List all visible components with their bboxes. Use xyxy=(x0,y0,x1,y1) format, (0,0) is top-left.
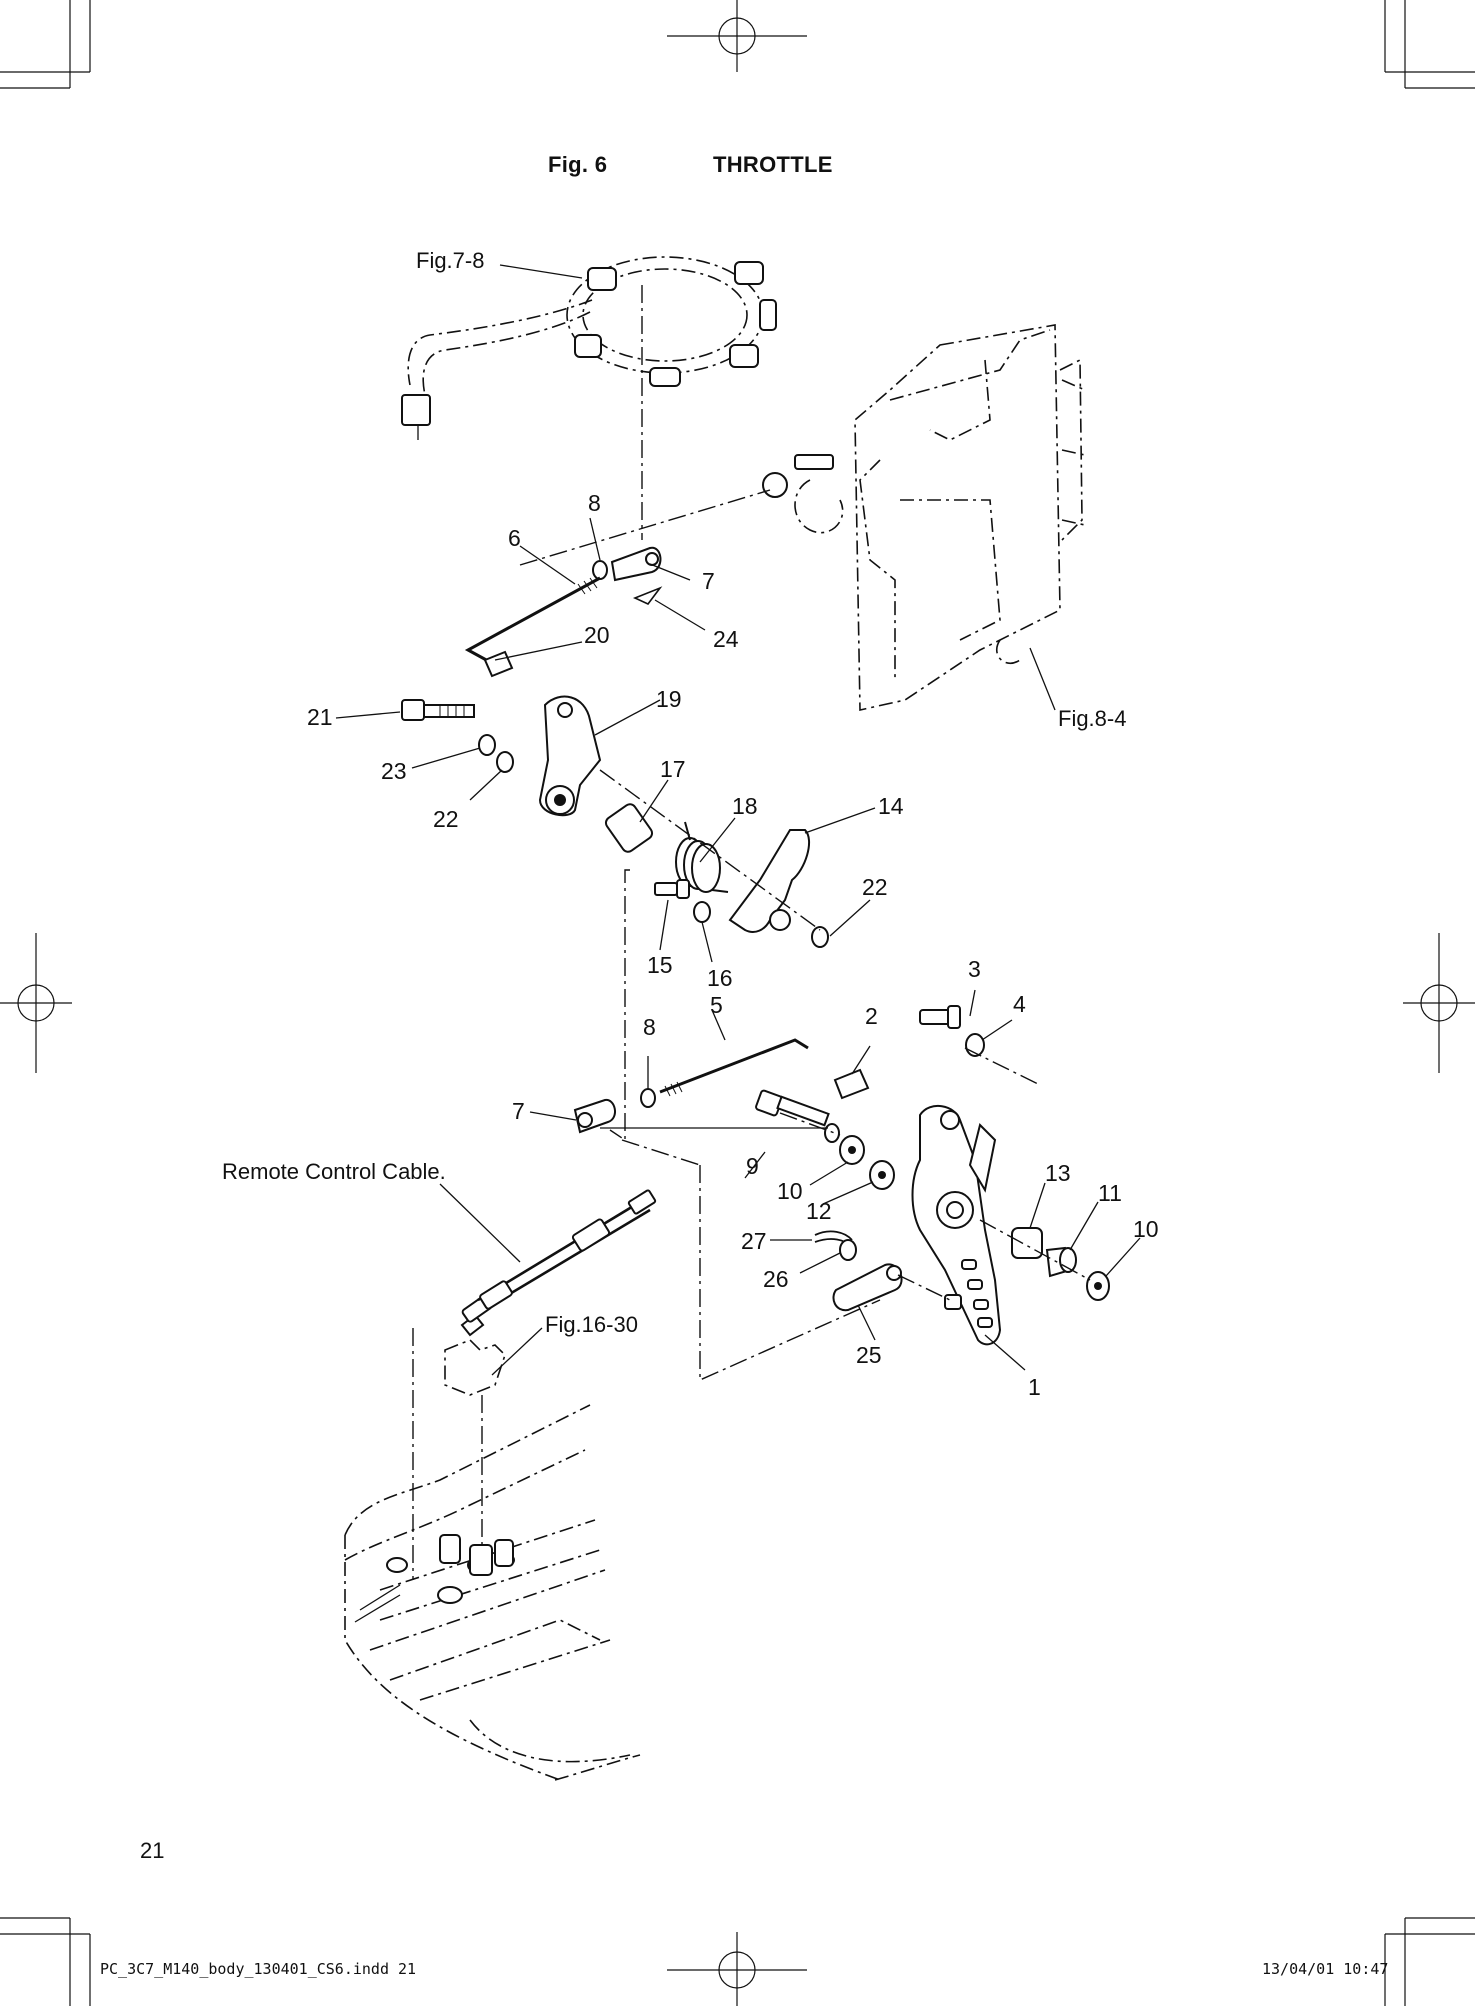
callout-21: 21 xyxy=(307,704,333,730)
callout-6: 6 xyxy=(508,525,521,551)
callout-25: 25 xyxy=(856,1342,882,1368)
callout-14: 14 xyxy=(878,793,904,819)
reference-fig-7-8: Fig.7-8 xyxy=(416,248,485,273)
callout-9: 9 xyxy=(746,1153,759,1179)
lower-linkage xyxy=(573,1005,1110,1382)
callout-13: 13 xyxy=(1045,1160,1071,1186)
spring-18 xyxy=(675,821,729,893)
callout-8: 8 xyxy=(588,490,601,516)
callout-18: 18 xyxy=(732,793,758,819)
callout-16: 16 xyxy=(707,965,733,991)
callout-27: 27 xyxy=(741,1228,767,1254)
callout-12: 12 xyxy=(806,1198,832,1224)
callout-4: 4 xyxy=(1013,991,1026,1017)
reference-fig-8-4: Fig.8-4 xyxy=(1058,706,1127,731)
registration-mark-top xyxy=(667,0,807,72)
callout-7: 7 xyxy=(512,1098,525,1124)
page-number: 21 xyxy=(140,1838,165,1863)
callout-23: 23 xyxy=(381,758,407,784)
callout-15: 15 xyxy=(647,952,673,978)
upper-linkage xyxy=(401,489,829,948)
callout-20: 20 xyxy=(584,622,610,648)
callout-26: 26 xyxy=(763,1266,789,1292)
callout-11: 11 xyxy=(1098,1180,1122,1206)
registration-mark-right xyxy=(1403,933,1475,1073)
callout-3: 3 xyxy=(968,956,981,982)
figure-title: THROTTLE xyxy=(713,152,833,177)
footer-timestamp: 13/04/01 10:47 xyxy=(1262,1960,1389,1978)
engine-block-lower xyxy=(344,1404,641,1781)
callout-8: 8 xyxy=(643,1014,656,1040)
callout-10: 10 xyxy=(1133,1216,1159,1242)
callout-19: 19 xyxy=(656,686,682,712)
reference-fig-16-30: Fig.16-30 xyxy=(545,1312,638,1337)
callout-22: 22 xyxy=(433,806,459,832)
leader-lines xyxy=(335,517,1141,1376)
callout-10: 10 xyxy=(777,1178,803,1204)
bolt-21 xyxy=(401,699,475,721)
throttle-body-assembly xyxy=(762,324,1086,711)
callout-7: 7 xyxy=(702,568,715,594)
screw-15 xyxy=(654,879,690,899)
callout-2: 2 xyxy=(865,1003,878,1029)
callout-5: 5 xyxy=(710,992,723,1018)
reference-remote-control-cable: Remote Control Cable. xyxy=(222,1159,446,1184)
footer-file-name: PC_3C7_M140_body_130401_CS6.indd 21 xyxy=(100,1960,417,1978)
linkage-phantom-line xyxy=(609,869,630,1142)
figure-number: Fig. 6 xyxy=(548,152,608,177)
remote-control-cable xyxy=(412,1189,657,1580)
registration-mark-bottom xyxy=(667,1932,807,2006)
bracket-fig-16-30 xyxy=(444,1339,506,1560)
callout-24: 24 xyxy=(713,626,739,652)
registration-mark-left xyxy=(0,933,72,1073)
callout-17: 17 xyxy=(660,756,686,782)
callout-1: 1 xyxy=(1028,1374,1041,1400)
callout-22: 22 xyxy=(862,874,888,900)
stator-ring-assembly xyxy=(401,256,777,540)
